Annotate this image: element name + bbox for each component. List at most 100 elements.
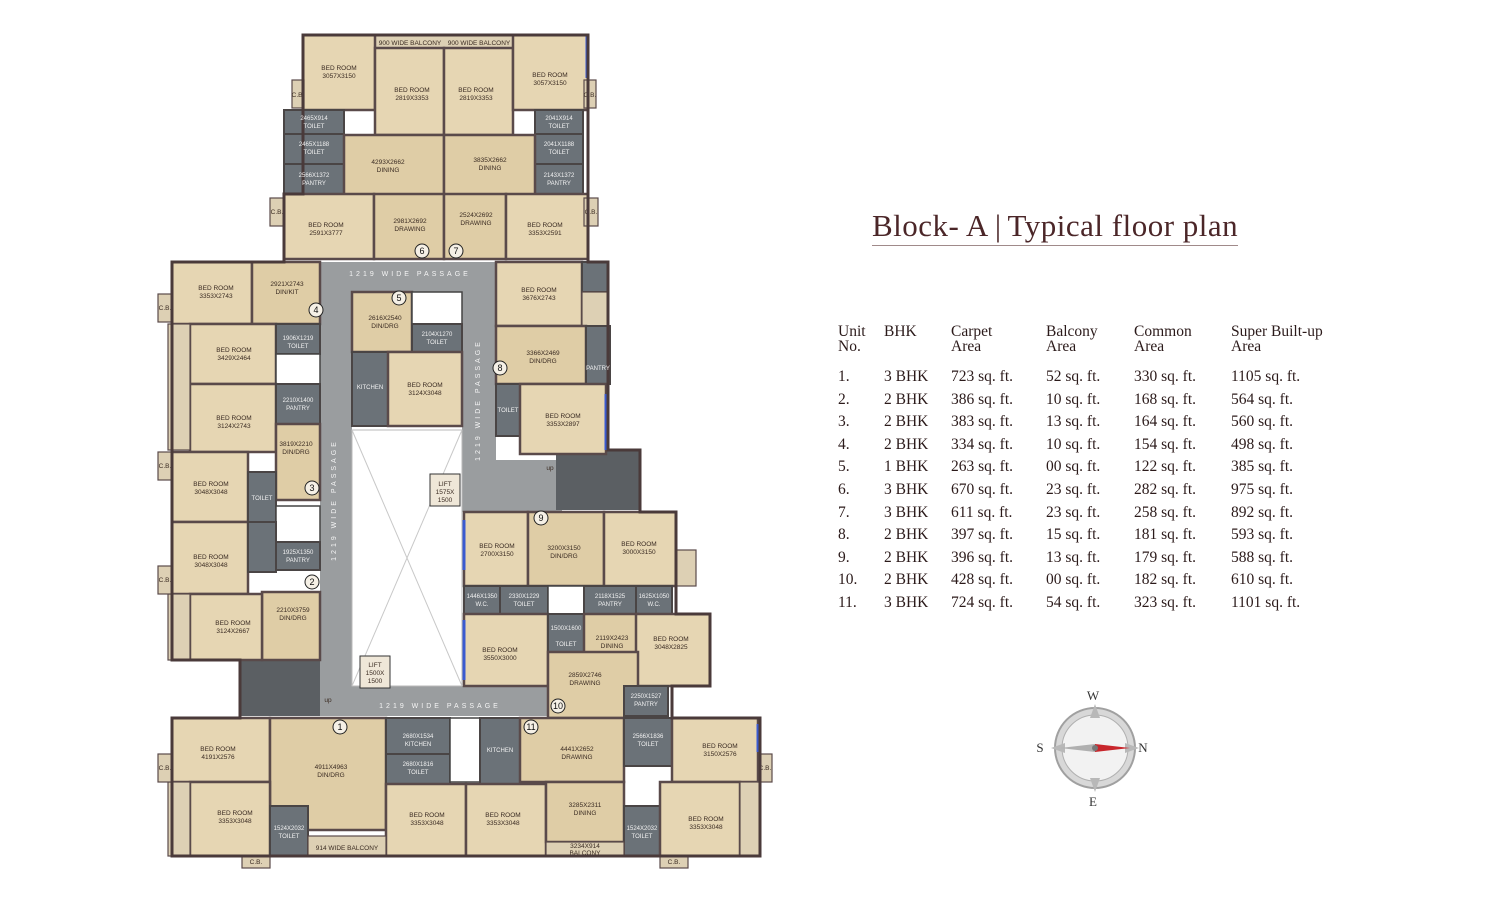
cb-label: C.B. <box>159 765 172 772</box>
svg-text:W.C.: W.C. <box>648 602 661 608</box>
svg-text:BED ROOM: BED ROOM <box>458 87 493 94</box>
room <box>342 133 446 199</box>
north-needle <box>1095 744 1130 752</box>
lift <box>359 655 391 689</box>
table-cell: 2 BHK <box>884 548 929 566</box>
wet-area <box>411 323 463 353</box>
table-cell: 610 sq. ft. <box>1231 571 1293 589</box>
table-cell: 164 sq. ft. <box>1134 413 1196 431</box>
table-cell: 564 sq. ft. <box>1231 390 1293 408</box>
table-cell: 560 sq. ft. <box>1231 413 1293 431</box>
svg-text:2566X1836: 2566X1836 <box>633 734 664 740</box>
table-cell: 2 BHK <box>884 435 929 453</box>
block-name: Block- A <box>872 208 989 243</box>
table-cell: 5. <box>838 458 850 476</box>
svg-text:TOILET: TOILET <box>632 834 653 840</box>
svg-text:2616X2540: 2616X2540 <box>368 315 402 322</box>
svg-text:1446X1350: 1446X1350 <box>467 594 498 600</box>
svg-text:6: 6 <box>419 246 424 256</box>
table-cell: 724 sq. ft. <box>951 593 1013 611</box>
svg-text:2566X1372: 2566X1372 <box>299 173 330 179</box>
table-cell: 168 sq. ft. <box>1134 390 1196 408</box>
svg-text:3353X2897: 3353X2897 <box>546 421 580 428</box>
table-cell: 330 sq. ft. <box>1134 368 1196 385</box>
svg-text:BED ROOM: BED ROOM <box>702 743 737 750</box>
svg-text:DRAWING: DRAWING <box>569 680 600 687</box>
svg-text:1524X2032: 1524X2032 <box>627 826 658 832</box>
svg-text:TOILET: TOILET <box>252 496 273 502</box>
svg-text:2104X1270: 2104X1270 <box>422 332 453 338</box>
unit-markers: 1 2 3 4 5 6 7 8 9 10 11 <box>304 243 566 735</box>
table-cell: 13 sq. ft. <box>1046 413 1101 431</box>
room <box>386 350 464 428</box>
svg-text:2524X2692: 2524X2692 <box>459 212 493 219</box>
svg-text:BED ROOM: BED ROOM <box>308 222 343 229</box>
side-balcony <box>675 549 697 587</box>
floor-plan: 900 WIDE BALCONY 900 WIDE BALCONY 1219 W… <box>157 33 773 869</box>
svg-text:TOILET: TOILET <box>498 408 519 414</box>
svg-text:2819X3353: 2819X3353 <box>395 95 429 102</box>
table-cell: 122 sq. ft. <box>1134 458 1196 476</box>
cb-label: C.B. <box>271 209 284 216</box>
svg-text:DIN/DRG: DIN/DRG <box>279 615 306 622</box>
svg-text:2465X914: 2465X914 <box>300 116 328 122</box>
table-cell: 593 sq. ft. <box>1231 526 1293 544</box>
svg-text:3353X3048: 3353X3048 <box>486 820 520 827</box>
wet-area <box>351 351 389 427</box>
table-cell: 1105 sq. ft. <box>1231 368 1301 385</box>
svg-text:3835X2662: 3835X2662 <box>473 157 507 164</box>
svg-text:TOILET: TOILET <box>288 344 309 350</box>
table-cell: 263 sq. ft. <box>951 458 1013 476</box>
svg-text:2210X3759: 2210X3759 <box>276 607 310 614</box>
svg-text:3057X3150: 3057X3150 <box>533 80 567 87</box>
table-cell: 4. <box>838 435 850 453</box>
table-cell: 428 sq. ft. <box>951 571 1013 589</box>
svg-text:4441X2652: 4441X2652 <box>560 746 594 753</box>
cb-label: C.B. <box>585 209 598 216</box>
svg-text:1925X1350: 1925X1350 <box>283 550 314 556</box>
room <box>170 520 250 596</box>
svg-text:2: 2 <box>309 577 314 587</box>
svg-text:DINING: DINING <box>601 643 624 650</box>
table-cell: 3 BHK <box>884 503 929 521</box>
room <box>282 192 376 261</box>
svg-text:10: 10 <box>553 701 563 711</box>
table-cell: 52 sq. ft. <box>1046 368 1101 385</box>
svg-text:BED ROOM: BED ROOM <box>394 87 429 94</box>
side-balcony <box>739 781 761 857</box>
svg-text:BED ROOM: BED ROOM <box>532 72 567 79</box>
lift <box>429 473 461 507</box>
wet-area <box>247 521 277 573</box>
room <box>494 324 588 386</box>
svg-text:DIN/DRG: DIN/DRG <box>282 449 309 456</box>
svg-text:2981X2692: 2981X2692 <box>393 218 427 225</box>
table-cell: 2 BHK <box>884 571 929 589</box>
table-cell: 3 BHK <box>884 593 929 611</box>
svg-text:2143X1372: 2143X1372 <box>544 173 575 179</box>
svg-text:2680X1816: 2680X1816 <box>403 762 434 768</box>
table-cell: 723 sq. ft. <box>951 368 1013 385</box>
svg-text:3550X3000: 3550X3000 <box>483 655 517 662</box>
svg-text:1524X2032: 1524X2032 <box>274 826 305 832</box>
svg-text:2859X2746: 2859X2746 <box>568 672 602 679</box>
svg-text:2250X1527: 2250X1527 <box>631 694 662 700</box>
balcony-label: 900 WIDE BALCONY <box>448 40 511 47</box>
table-cell: 588 sq. ft. <box>1231 548 1293 566</box>
cb-label: C.B. <box>668 859 681 866</box>
wet-area <box>283 133 345 165</box>
table-cell: 2 BHK <box>884 526 929 544</box>
svg-text:DINING: DINING <box>574 810 597 817</box>
svg-text:1: 1 <box>337 722 342 732</box>
svg-text:BED ROOM: BED ROOM <box>688 816 723 823</box>
svg-text:2330X1229: 2330X1229 <box>509 594 540 600</box>
lift-label: LIFT <box>438 481 451 488</box>
svg-text:2819X3353: 2819X3353 <box>459 95 493 102</box>
svg-text:DINING: DINING <box>479 165 502 172</box>
